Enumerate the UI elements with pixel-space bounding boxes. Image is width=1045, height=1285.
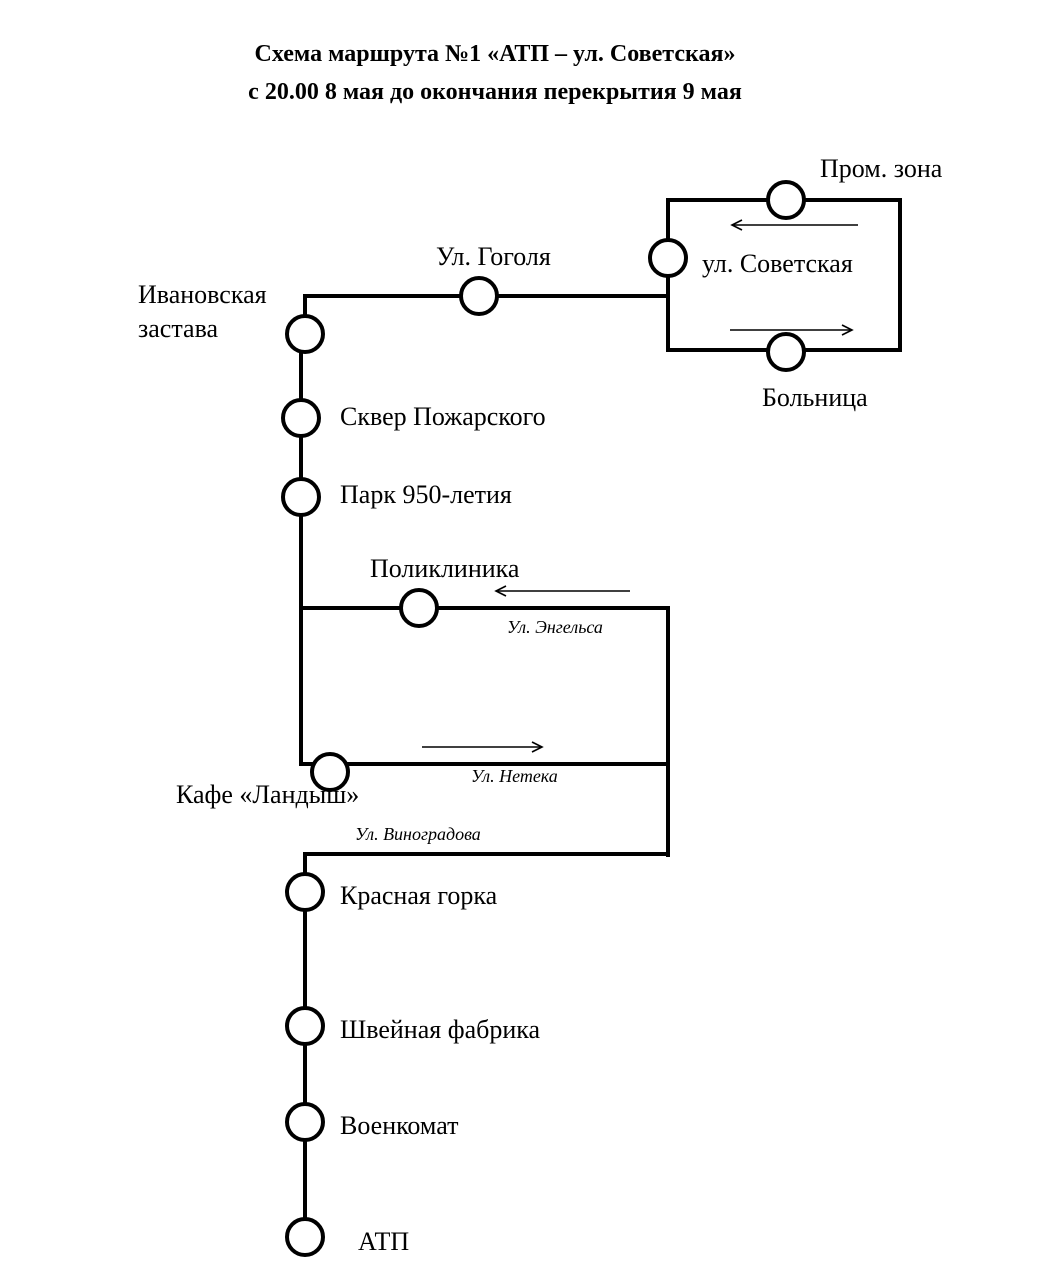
street-engelsa: Ул. Энгельса	[507, 617, 603, 637]
label-krasnaya-gorka: Красная горка	[340, 881, 498, 910]
street-neteka: Ул. Нетека	[471, 766, 558, 786]
stop-kafe-landysh	[310, 752, 350, 792]
stop-shveynaya-fabrika	[285, 1006, 325, 1046]
label-atp: АТП	[358, 1227, 409, 1256]
arrow-left-engelsa	[494, 585, 630, 597]
stop-ivanovskaya-zastava	[285, 314, 325, 354]
street-labels: Ул. Энгельса Ул. Нетека Ул. Виноградова	[355, 617, 603, 844]
label-shveynaya-fabrika: Швейная фабрика	[340, 1015, 540, 1044]
stop-labels: Пром. зона ул. Советская Больница Ул. Го…	[138, 154, 943, 1256]
stop-skver-pozharskogo	[281, 398, 321, 438]
stop-atp	[285, 1217, 325, 1257]
label-prom-zona: Пром. зона	[820, 154, 943, 183]
vinogradova-line	[303, 852, 670, 1242]
direction-arrows	[422, 219, 858, 753]
label-poliklinika: Поликлиника	[370, 554, 520, 583]
arrow-left-top	[730, 219, 858, 231]
stop-gogolya	[459, 276, 499, 316]
label-bolnitsa: Больница	[762, 383, 868, 412]
label-ivanovskaya-line1: Ивановская	[138, 280, 267, 309]
engelsa-line	[299, 606, 670, 857]
label-sovetskaya: ул. Советская	[702, 249, 853, 278]
diagram-title-line-2: с 20.00 8 мая до окончания перекрытия 9 …	[248, 79, 742, 105]
route-lines	[299, 198, 902, 1242]
diagram-title-line-1: Схема маршрута №1 «АТП – ул. Советская»	[254, 41, 736, 67]
stop-sovetskaya	[648, 238, 688, 278]
label-voenkomat: Военкомат	[340, 1111, 458, 1140]
label-gogolya: Ул. Гоголя	[436, 242, 551, 271]
label-park-950: Парк 950-летия	[340, 480, 512, 509]
stop-bolnitsa	[766, 332, 806, 372]
label-skver-pozharskogo: Сквер Пожарского	[340, 402, 546, 431]
arrow-right-bottom	[730, 324, 854, 336]
street-vinogradova: Ул. Виноградова	[355, 824, 481, 844]
stop-prom-zona	[766, 180, 806, 220]
label-kafe-landysh: Кафе «Ландыш»	[176, 780, 359, 809]
stop-krasnaya-gorka	[285, 872, 325, 912]
stop-poliklinika	[399, 588, 439, 628]
label-ivanovskaya-line2: застава	[138, 314, 219, 343]
stops	[281, 180, 806, 1257]
arrow-right-neteka	[422, 741, 544, 753]
stop-voenkomat	[285, 1102, 325, 1142]
stop-park-950	[281, 477, 321, 517]
